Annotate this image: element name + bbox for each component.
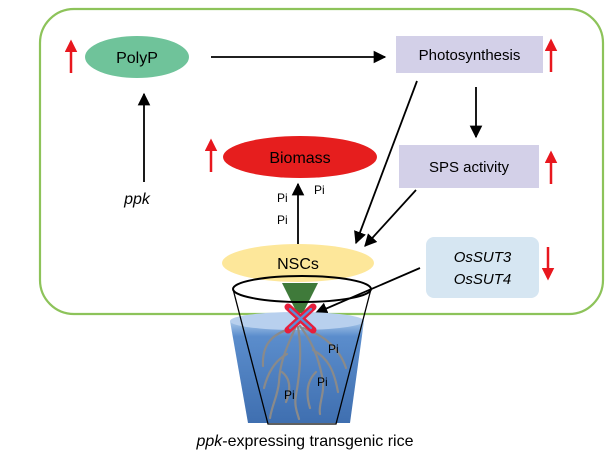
- biomass-ellipse: [223, 136, 377, 178]
- photosynthesis-label: Photosynthesis: [419, 47, 521, 64]
- caption-rest: -expressing transgenic rice: [222, 433, 413, 450]
- nscs-ellipse: [222, 244, 374, 282]
- sps-activity-label: SPS activity: [429, 159, 510, 176]
- ppk-label: ppk: [123, 191, 151, 208]
- pot-water: [230, 321, 364, 423]
- ossut-node: OsSUT3 OsSUT4: [426, 237, 555, 298]
- pi-label: Pi: [284, 388, 295, 402]
- arrow-photosynthesis-to-nscs: [354, 80, 418, 245]
- arrow-sps-to-nscs: [364, 189, 417, 247]
- blocked-cross-icon: [284, 303, 317, 334]
- plant-shoot: [282, 283, 318, 313]
- pot-outline: [232, 288, 372, 425]
- pi-label: Pi: [314, 183, 325, 197]
- arrow-sut-to-cross: [314, 267, 421, 315]
- sps-activity-box: [399, 145, 539, 188]
- caption-gene: ppk: [196, 433, 224, 450]
- pi-label: Pi: [277, 191, 288, 205]
- polyp-node: PolyP: [64, 36, 189, 78]
- nscs-node: NSCs: [222, 244, 374, 282]
- ossut-box: [426, 237, 539, 298]
- sps-activity-node: SPS activity: [399, 145, 558, 188]
- ossut4-label: OsSUT4: [454, 271, 512, 288]
- photosynthesis-node: Photosynthesis: [396, 36, 558, 73]
- nscs-label: NSCs: [277, 256, 319, 273]
- ossut3-label: OsSUT3: [454, 249, 512, 266]
- pot-rim: [232, 275, 372, 303]
- polyp-ellipse: [85, 36, 189, 78]
- biomass-node: Biomass: [204, 136, 377, 178]
- photosynthesis-box: [396, 36, 543, 73]
- pi-label: Pi: [317, 375, 328, 389]
- biomass-label: Biomass: [269, 150, 330, 167]
- figure-caption: ppk-expressing transgenic rice: [196, 433, 414, 450]
- polyp-label: PolyP: [116, 50, 158, 67]
- pi-label: Pi: [277, 213, 288, 227]
- pi-label: Pi: [328, 342, 339, 356]
